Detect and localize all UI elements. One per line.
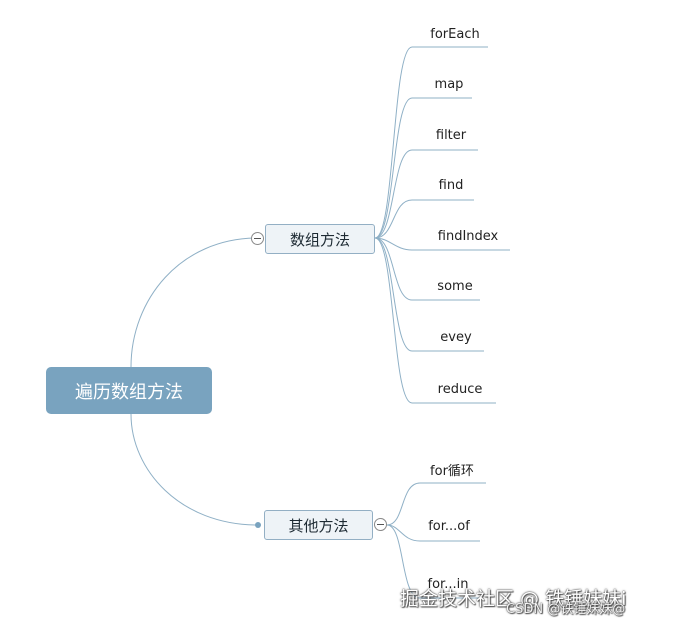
connector-array-some [374, 237, 480, 301]
connector-array-findIndex [374, 237, 510, 251]
connector-other-for [386, 482, 486, 526]
connector-root-to-array [130, 237, 259, 368]
subtopic-for-in[interactable]: for...in [427, 577, 469, 592]
connector-other-forof [386, 524, 480, 542]
subtopic-evey[interactable]: evey [440, 330, 472, 345]
root-topic[interactable]: 遍历数组方法 [46, 367, 212, 414]
subtopic-findIndex[interactable]: findIndex [437, 229, 499, 244]
topic-other-methods-label: 其他方法 [288, 516, 349, 535]
watermark-juejin: 掘金技术社区 @ 铁锤妹妹i [400, 588, 627, 610]
connector-array-forEach [374, 46, 488, 239]
topic-array-methods-label: 数组方法 [289, 230, 350, 249]
connector-root-to-other [130, 413, 259, 526]
subtopic-forEach[interactable]: forEach [430, 27, 480, 42]
connector-joint-dot [255, 522, 261, 528]
connector-array-reduce [374, 237, 496, 404]
subtopic-some[interactable]: some [437, 279, 473, 294]
subtopic-for-loop[interactable]: for循环 [430, 464, 474, 479]
subtopic-map[interactable]: map [434, 77, 464, 92]
collapse-array-methods-button[interactable] [251, 232, 264, 245]
topic-other-methods[interactable]: 其他方法 [264, 510, 373, 540]
connector-other-forin [386, 524, 480, 599]
connector-array-map [374, 97, 472, 239]
topic-array-methods[interactable]: 数组方法 [265, 224, 375, 254]
subtopic-find[interactable]: find [438, 178, 464, 193]
connector-array-find [374, 199, 474, 239]
connector-array-evey [374, 237, 484, 352]
subtopic-reduce[interactable]: reduce [437, 382, 483, 397]
watermark-csdn: CSDN @铁锤妹妹@ [506, 602, 626, 617]
connector-array-filter [374, 149, 478, 239]
collapse-other-methods-button[interactable] [374, 518, 387, 531]
subtopic-filter[interactable]: filter [435, 128, 467, 143]
subtopic-for-of[interactable]: for...of [428, 519, 470, 534]
root-topic-label: 遍历数组方法 [75, 381, 183, 403]
